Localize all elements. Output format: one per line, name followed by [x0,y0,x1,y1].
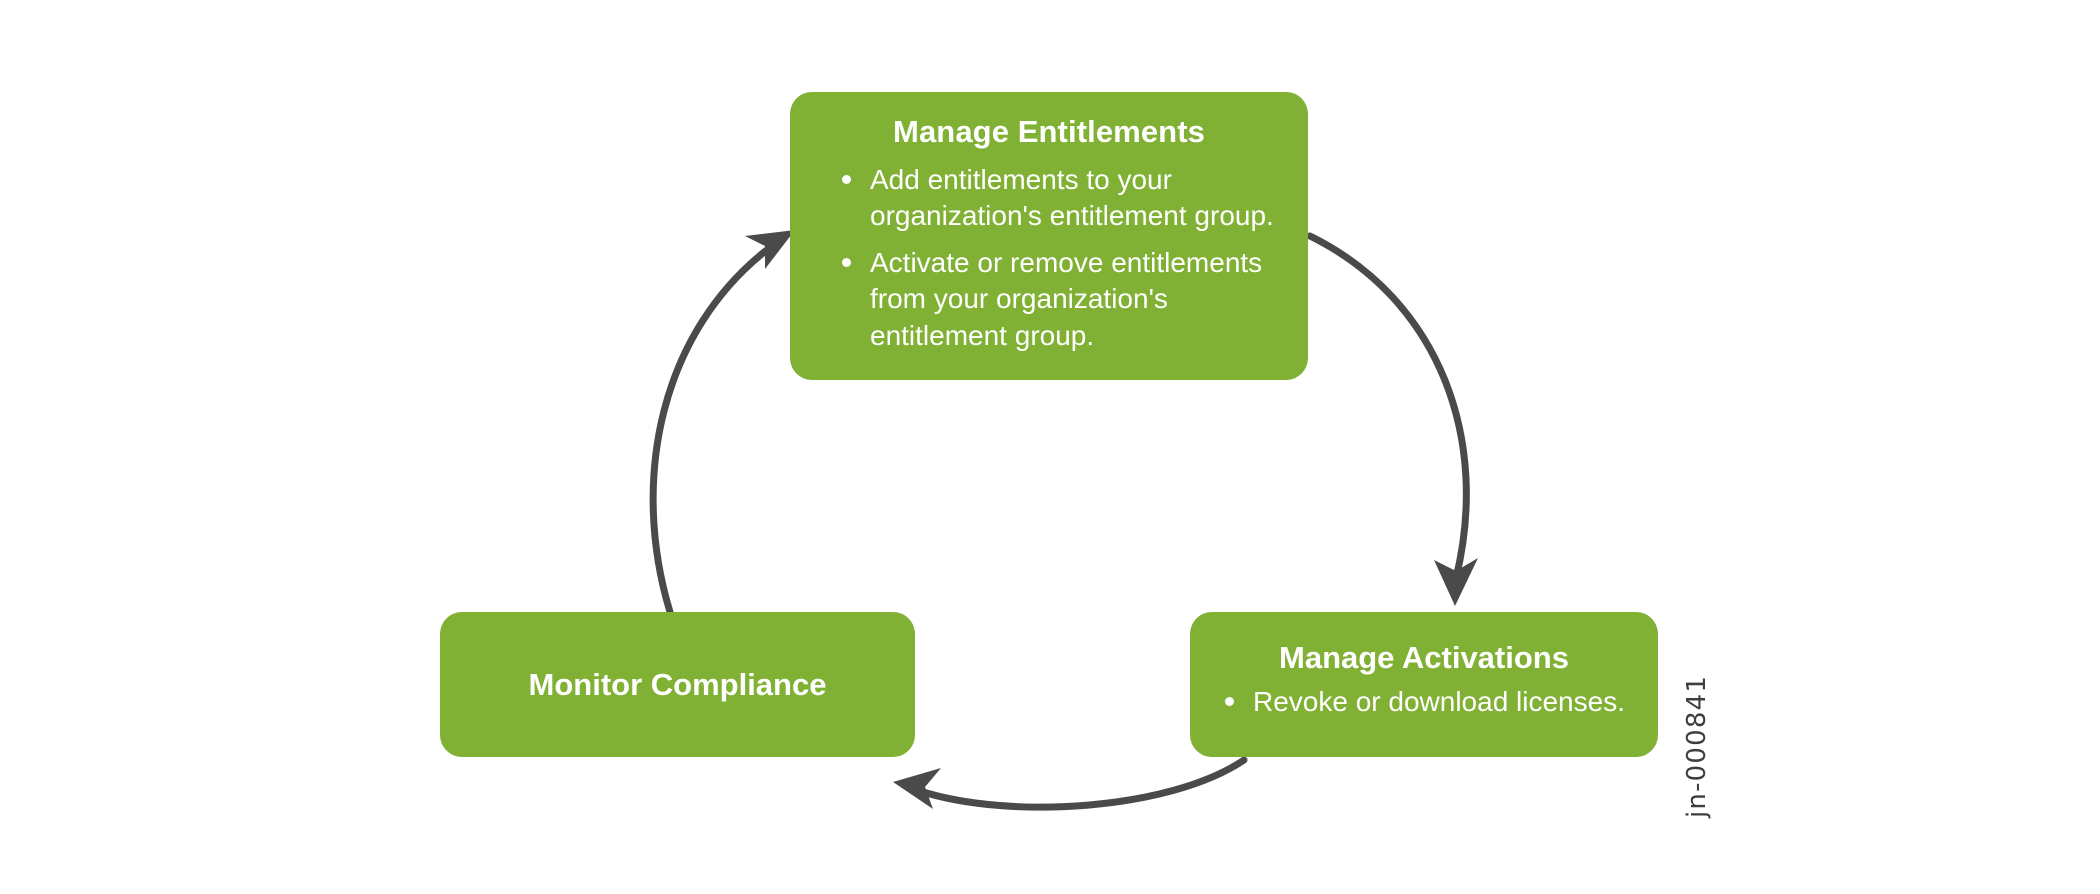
node-manage-activations[interactable]: Manage Activations Revoke or download li… [1190,612,1658,757]
bullet-item: Add entitlements to your organization's … [838,162,1282,235]
bullet-dot-icon [1225,697,1234,706]
bullet-text: Revoke or download licenses. [1253,686,1625,717]
bullet-dot-icon [842,175,851,184]
node-manage-entitlements[interactable]: Manage Entitlements Add entitlements to … [790,92,1308,380]
bullet-list-manage-entitlements: Add entitlements to your organization's … [816,162,1282,354]
arrow-activations-to-compliance [893,756,1248,811]
bullet-item: Activate or remove entitlements from you… [838,245,1282,354]
bullet-list-manage-activations: Revoke or download licenses. [1223,684,1625,720]
bullet-text: Add entitlements to your organization's … [870,164,1274,232]
bullet-text: Activate or remove entitlements from you… [870,246,1263,351]
node-title-manage-activations: Manage Activations [1279,640,1569,675]
node-monitor-compliance[interactable]: Monitor Compliance [440,612,915,757]
arrow-compliance-to-entitlements [649,230,795,616]
figure-id-label: jn-000841 [1682,674,1712,818]
bullet-dot-icon [842,257,851,267]
arrow-entitlements-to-activations [1306,232,1478,606]
node-title-monitor-compliance: Monitor Compliance [528,666,827,702]
node-title-manage-entitlements: Manage Entitlements [893,114,1205,149]
bullet-item: Revoke or download licenses. [1223,684,1625,720]
